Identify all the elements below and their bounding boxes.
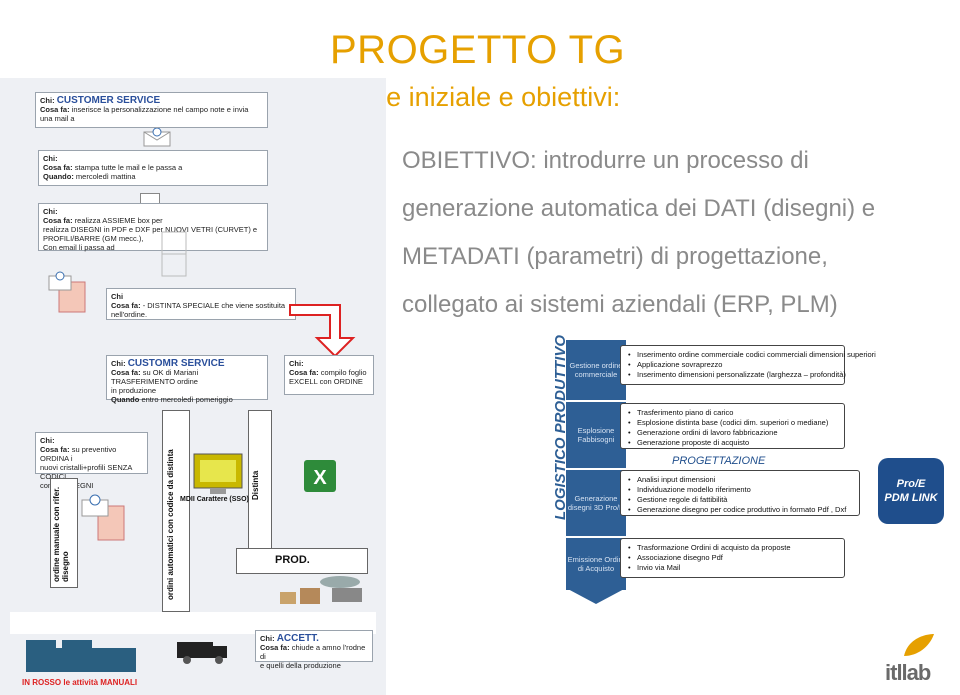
process-step-ordine: Gestione ordine commerciale (566, 340, 626, 400)
company-logo: itllab (885, 660, 931, 685)
mail-documents-icon (81, 494, 125, 541)
objective-line: OBIETTIVO: introdurre un processo di (402, 147, 809, 174)
logo-leaf-icon (904, 634, 934, 656)
objective-text: OBIETTIVO: introdurre un processo di gen… (402, 137, 960, 329)
flow-bottom-band (10, 612, 376, 634)
mail-documents-icon (48, 271, 86, 313)
mail-icon (143, 128, 171, 147)
flow-arrow-manual (50, 478, 78, 588)
objective-line: collegato ai sistemi aziendali (ERP, PLM… (402, 291, 838, 318)
process-item: Trasformazione Ordini di acquisto da pro… (628, 543, 838, 553)
process-item: Invio via Mail (628, 563, 838, 573)
flow-card-order: Chi: Cosa fa: su preventivo ORDINA i nuo… (35, 432, 148, 490)
process-column: Gestione ordine commerciale Esplosione F… (566, 340, 626, 605)
pdm-line2: PDM LINK (884, 492, 938, 504)
process-item: Analisi input dimensioni (628, 475, 853, 485)
objective-line: generazione automatica dei DATI (disegni… (402, 195, 876, 222)
flow-card-customr-service: Chi: CUSTOMR SERVICE Cosa fa: su OK di M… (106, 355, 268, 404)
monitor-icon (193, 453, 243, 494)
process-bubble-acquisto: Trasformazione Ordini di acquisto da pro… (620, 538, 845, 578)
process-bubble-disegni: Analisi input dimensioni Individuazione … (620, 470, 860, 516)
pdm-line1: Pro/E (896, 478, 926, 490)
drawing-sketch-icon (161, 231, 187, 277)
truck-icon (177, 642, 227, 664)
flow-card-excel: Chi: Cosa fa: compilo foglio EXCELL con … (284, 355, 374, 395)
warehouse-icon (280, 576, 362, 604)
flow-card-technical-drawings: Chi: Cosa fa: realizza ASSIEME box per r… (38, 203, 268, 252)
svg-text:X: X (313, 467, 327, 489)
process-item: Associazione disegno Pdf (628, 553, 838, 563)
objective-line: METADATI (parametri) di progettazione, (402, 243, 828, 270)
process-item: Trasferimento piano di carico (628, 408, 838, 418)
prod-box: PROD. (236, 548, 368, 574)
legend-manual: IN ROSSO le attività MANUALI (22, 678, 138, 687)
process-bubble-ordine: Inserimento ordine commerciale codici co… (620, 345, 876, 385)
factory-icon (26, 640, 136, 672)
page-title: PROGETTO TG (330, 28, 626, 72)
flow-arrow-red (289, 304, 356, 358)
distinta-label: Distinta (251, 470, 260, 500)
flow-card-customer-service: Chi: CUSTOMER SERVICE Cosa fa: inserisce… (35, 92, 268, 128)
flow-arrow-automatic (162, 410, 190, 612)
process-step-fabbisogni: Esplosione Fabbisogni (566, 402, 626, 468)
automatic-order-label: ordini automatici con codice da distinta (166, 449, 175, 600)
process-item: Gestione regole di fattibilità (628, 495, 853, 505)
process-item: Inserimento ordine commerciale codici co… (628, 350, 876, 360)
flow-arrow-distinta (248, 410, 272, 552)
flow-card-accettazione: Chi: ACCETT. Cosa fa: chiude a amno l'ro… (255, 630, 373, 670)
process-step-acquisto: Emissione Ordini di Acquisto (566, 538, 626, 590)
process-item: Generazione proposte di acquisto (628, 438, 838, 448)
manual-order-label: ordine manuale con rifer. disegno (52, 486, 70, 582)
excel-icon: X (304, 460, 336, 492)
process-bubble-fabbisogni: Trasferimento piano di carico Esplosione… (620, 403, 845, 449)
flow-card-mail-print: Chi: Cosa fa: stampa tutte le mail e le … (38, 150, 268, 186)
process-item: Generazione ordini di lavoro fabbricazio… (628, 428, 838, 438)
monitor-label: MDII Carattere (SSO) (180, 496, 249, 503)
pdm-link-box: Pro/E PDM LINK (878, 458, 944, 524)
process-step-disegni: Generazione disegni 3D Pro/E (566, 470, 626, 536)
process-item: Applicazione sovraprezzo (628, 360, 838, 370)
process-arrow-tip (566, 588, 626, 604)
prod-label: PROD. (275, 554, 310, 566)
progettazione-label: PROGETTAZIONE (672, 455, 766, 467)
flow-card-distinta-speciale: Chi Cosa fa: - DISTINTA SPECIALE che vie… (106, 288, 296, 320)
process-item: Esplosione distinta base (codici dim. su… (628, 418, 838, 428)
process-item: Individuazione modello riferimento (628, 485, 853, 495)
process-item: Inserimento dimensioni personalizzate (l… (628, 370, 846, 380)
process-item: Generazione disegno per codice produttiv… (628, 505, 853, 515)
